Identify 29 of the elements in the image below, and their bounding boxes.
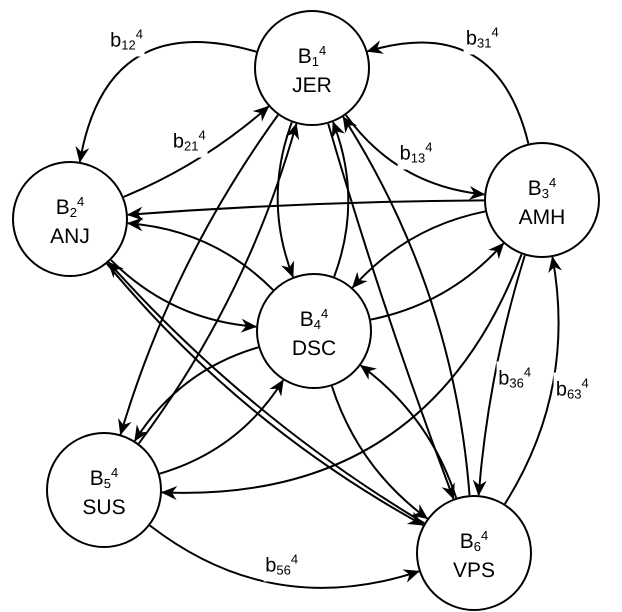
arrow	[352, 210, 486, 288]
node-label: JER	[292, 74, 332, 98]
arrow	[327, 123, 455, 500]
arrow	[504, 256, 562, 504]
arrow	[149, 524, 420, 589]
arrow	[126, 199, 484, 221]
arrow	[134, 346, 259, 442]
node-label: VPS	[452, 558, 496, 582]
arrow	[118, 114, 279, 436]
arrow	[123, 106, 270, 198]
arrow	[159, 379, 284, 475]
arrow	[345, 114, 486, 200]
arrow	[366, 40, 530, 144]
node-label: AMH	[518, 206, 566, 230]
arrow	[370, 242, 504, 321]
arrow	[110, 259, 258, 332]
arrow	[342, 116, 471, 496]
arrow	[360, 364, 458, 498]
arrow	[330, 386, 428, 520]
node-label: ANJ	[50, 224, 90, 248]
arrow	[276, 122, 295, 278]
node-label: DSC	[292, 336, 336, 360]
arrow	[331, 121, 350, 277]
arrow	[76, 41, 257, 163]
node-label: SUS	[82, 496, 126, 520]
arrow	[126, 218, 274, 291]
arrow	[472, 255, 526, 496]
arrow	[138, 122, 299, 444]
arrow	[160, 254, 522, 500]
